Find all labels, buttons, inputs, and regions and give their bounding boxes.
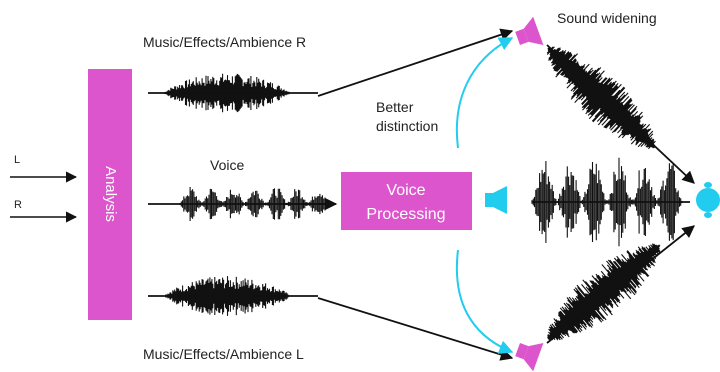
- analysis-label: Analysis: [102, 166, 119, 222]
- input-l-label: L: [14, 154, 20, 166]
- voice-processing-block: [341, 172, 472, 230]
- waveform-music-r: [148, 73, 318, 113]
- music-l-to-speaker-arrow: [317, 297, 514, 361]
- waveform-widened-l: [547, 243, 661, 341]
- waveform-widened-r: [546, 46, 656, 150]
- widened-r-to-listener-arrow: [546, 44, 695, 184]
- voice-processing-line2: Processing: [366, 206, 445, 223]
- speaker-top-icon: [515, 16, 544, 45]
- widened-l-to-listener-arrow: [546, 225, 695, 344]
- cyan-arrow-up: [455, 37, 514, 149]
- voice-processing-line1: Voice: [386, 182, 425, 199]
- better-distinction-line1: Better: [376, 99, 414, 115]
- cyan-arrow-down: [455, 249, 514, 354]
- input-r-label: R: [14, 199, 22, 211]
- music-r-to-speaker-arrow: [317, 28, 514, 97]
- better-distinction-line2: distinction: [376, 118, 438, 134]
- waveform-music-l: [148, 276, 318, 316]
- voice-label: Voice: [210, 157, 244, 173]
- waveform-processed-voice: [531, 157, 690, 247]
- music-r-label: Music/Effects/Ambience R: [143, 34, 306, 50]
- speaker-center-icon: [485, 186, 507, 214]
- listener-head-icon: [696, 182, 720, 218]
- sound-widening-label: Sound widening: [557, 10, 657, 26]
- speaker-bottom-icon: [515, 343, 544, 372]
- music-l-label: Music/Effects/Ambience L: [143, 346, 304, 362]
- analysis-block: [88, 69, 132, 320]
